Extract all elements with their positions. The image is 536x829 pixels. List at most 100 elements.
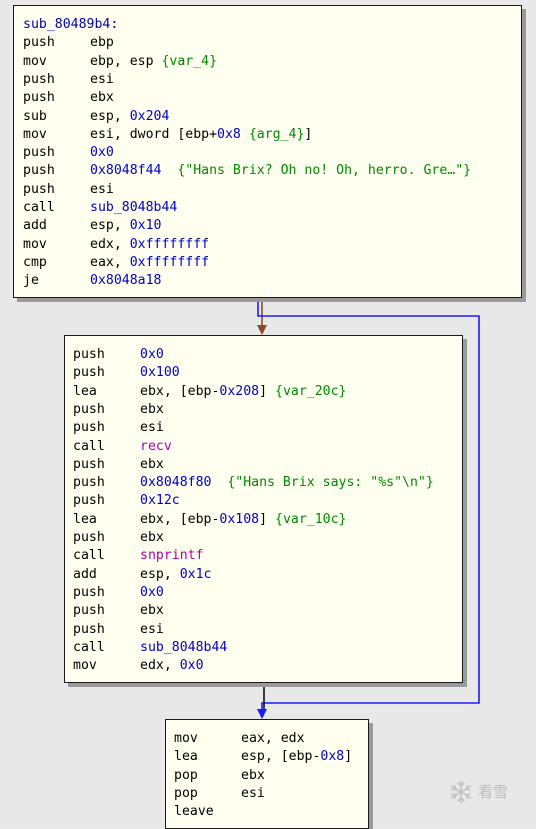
instruction-line[interactable]: push esi <box>23 71 517 89</box>
operand-text: esp, <box>90 218 130 234</box>
operands: eax, edx <box>241 730 305 748</box>
operand-variable[interactable]: {var_4} <box>161 53 218 69</box>
operands: esi, dword [ebp+0x8 {arg_4}] <box>90 126 312 144</box>
operands: esp, [ebp-0x8] <box>241 748 352 766</box>
operands: ebx <box>90 89 114 107</box>
operand-text: ebp, esp <box>90 53 162 69</box>
mnemonic: mov <box>23 126 47 142</box>
operand-address[interactable]: sub_8048b44 <box>90 200 178 215</box>
operand-number: 0x0 <box>140 584 164 600</box>
operands: edx, 0x0 <box>140 657 204 675</box>
operands: esi <box>90 181 114 199</box>
instruction-line[interactable]: leave <box>174 803 364 821</box>
mnemonic: push <box>73 365 105 381</box>
operand-text: ] <box>259 511 275 527</box>
operand-text: esi <box>90 181 114 197</box>
block-label[interactable]: sub_80489b4: <box>23 17 119 32</box>
operand-number: 0x12c <box>140 493 180 509</box>
operand-text: ] <box>259 383 275 399</box>
operands: sub_8048b44 <box>140 639 227 657</box>
operands: esi <box>90 71 114 89</box>
operands: 0x12c <box>140 492 180 510</box>
operand-text: ebx <box>140 401 164 417</box>
operand-address[interactable]: 0x8048a18 <box>90 273 162 289</box>
operands: esp, 0x10 <box>90 217 161 235</box>
operand-text: ebp <box>90 35 114 51</box>
operand-text: ebx <box>241 767 265 783</box>
operand-string-comment: {"Hans Brix? Oh no! Oh, herro. Gre…"} <box>177 163 472 179</box>
operands: esp, 0x204 <box>90 108 169 126</box>
operand-variable[interactable]: {var_20c} <box>275 383 347 399</box>
operand-variable[interactable]: {var_10c} <box>275 511 347 527</box>
arrowhead-block1-block3 <box>257 709 267 719</box>
mnemonic: add <box>23 218 47 234</box>
operand-number: 0x208 <box>219 383 260 399</box>
mnemonic: push <box>73 456 105 472</box>
operands: ebx <box>140 602 164 620</box>
operand-text: edx, <box>90 236 130 252</box>
mnemonic: push <box>23 163 55 179</box>
arrowhead-block1-block2 <box>257 325 267 335</box>
operand-import[interactable]: recv <box>140 438 172 454</box>
edge-jump-taken-block1-block3[interactable] <box>257 298 480 709</box>
operands: ebx, [ebp-0x108] {var_10c} <box>140 511 346 529</box>
operand-number: 0x204 <box>129 108 170 124</box>
mnemonic: call <box>23 200 55 215</box>
operand-text: esi <box>140 621 164 637</box>
operands: ebx <box>140 529 164 547</box>
operand-number: 0x0 <box>140 347 164 362</box>
instruction-line[interactable]: call sub_8048b44 <box>23 199 517 217</box>
operand-variable[interactable]: {arg_4} <box>248 126 305 142</box>
instruction-line[interactable]: add esp, 0x10 <box>23 217 517 235</box>
watermark-text: 看雪 <box>478 783 509 801</box>
operands: ebp <box>90 34 114 52</box>
operands: eax, 0xffffffff <box>90 254 209 272</box>
operand-text: esp, <box>90 108 130 124</box>
mnemonic: sub <box>23 108 47 124</box>
mnemonic: push <box>23 71 55 87</box>
operand-address[interactable]: sub_8048b44 <box>140 639 228 655</box>
operand-number: 0x8048f80 <box>140 475 212 491</box>
operands: sub_8048b44 <box>90 199 177 217</box>
operand-text: ebx <box>140 530 164 545</box>
operand-import[interactable]: snprintf <box>140 548 204 564</box>
instruction-line[interactable]: sub esp, 0x204 <box>23 108 517 126</box>
operand-number: 0x0 <box>90 145 114 161</box>
instruction-line[interactable]: mov esi, dword [ebp+0x8 {arg_4}] <box>23 126 517 144</box>
